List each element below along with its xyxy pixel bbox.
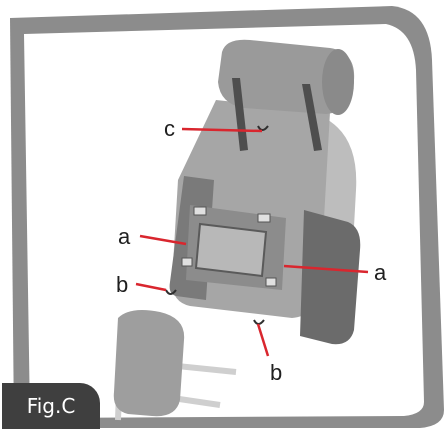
leader-lines bbox=[135, 127, 369, 357]
roll-bag-end bbox=[322, 49, 354, 115]
front-pocket bbox=[194, 222, 268, 278]
callout-c: c bbox=[164, 116, 175, 141]
figure-tag: Fig.C bbox=[2, 383, 100, 429]
callout-a-right: a bbox=[374, 260, 387, 285]
side-pouch-right bbox=[300, 210, 361, 345]
roll-bag bbox=[218, 39, 355, 114]
roll-bag-straps bbox=[232, 78, 322, 151]
callout-a-left: a bbox=[118, 224, 131, 249]
callout-b-right: b bbox=[270, 360, 282, 385]
callout-b-left: b bbox=[116, 272, 128, 297]
pillion-backrest bbox=[113, 310, 185, 417]
strap-buckles bbox=[181, 206, 277, 287]
